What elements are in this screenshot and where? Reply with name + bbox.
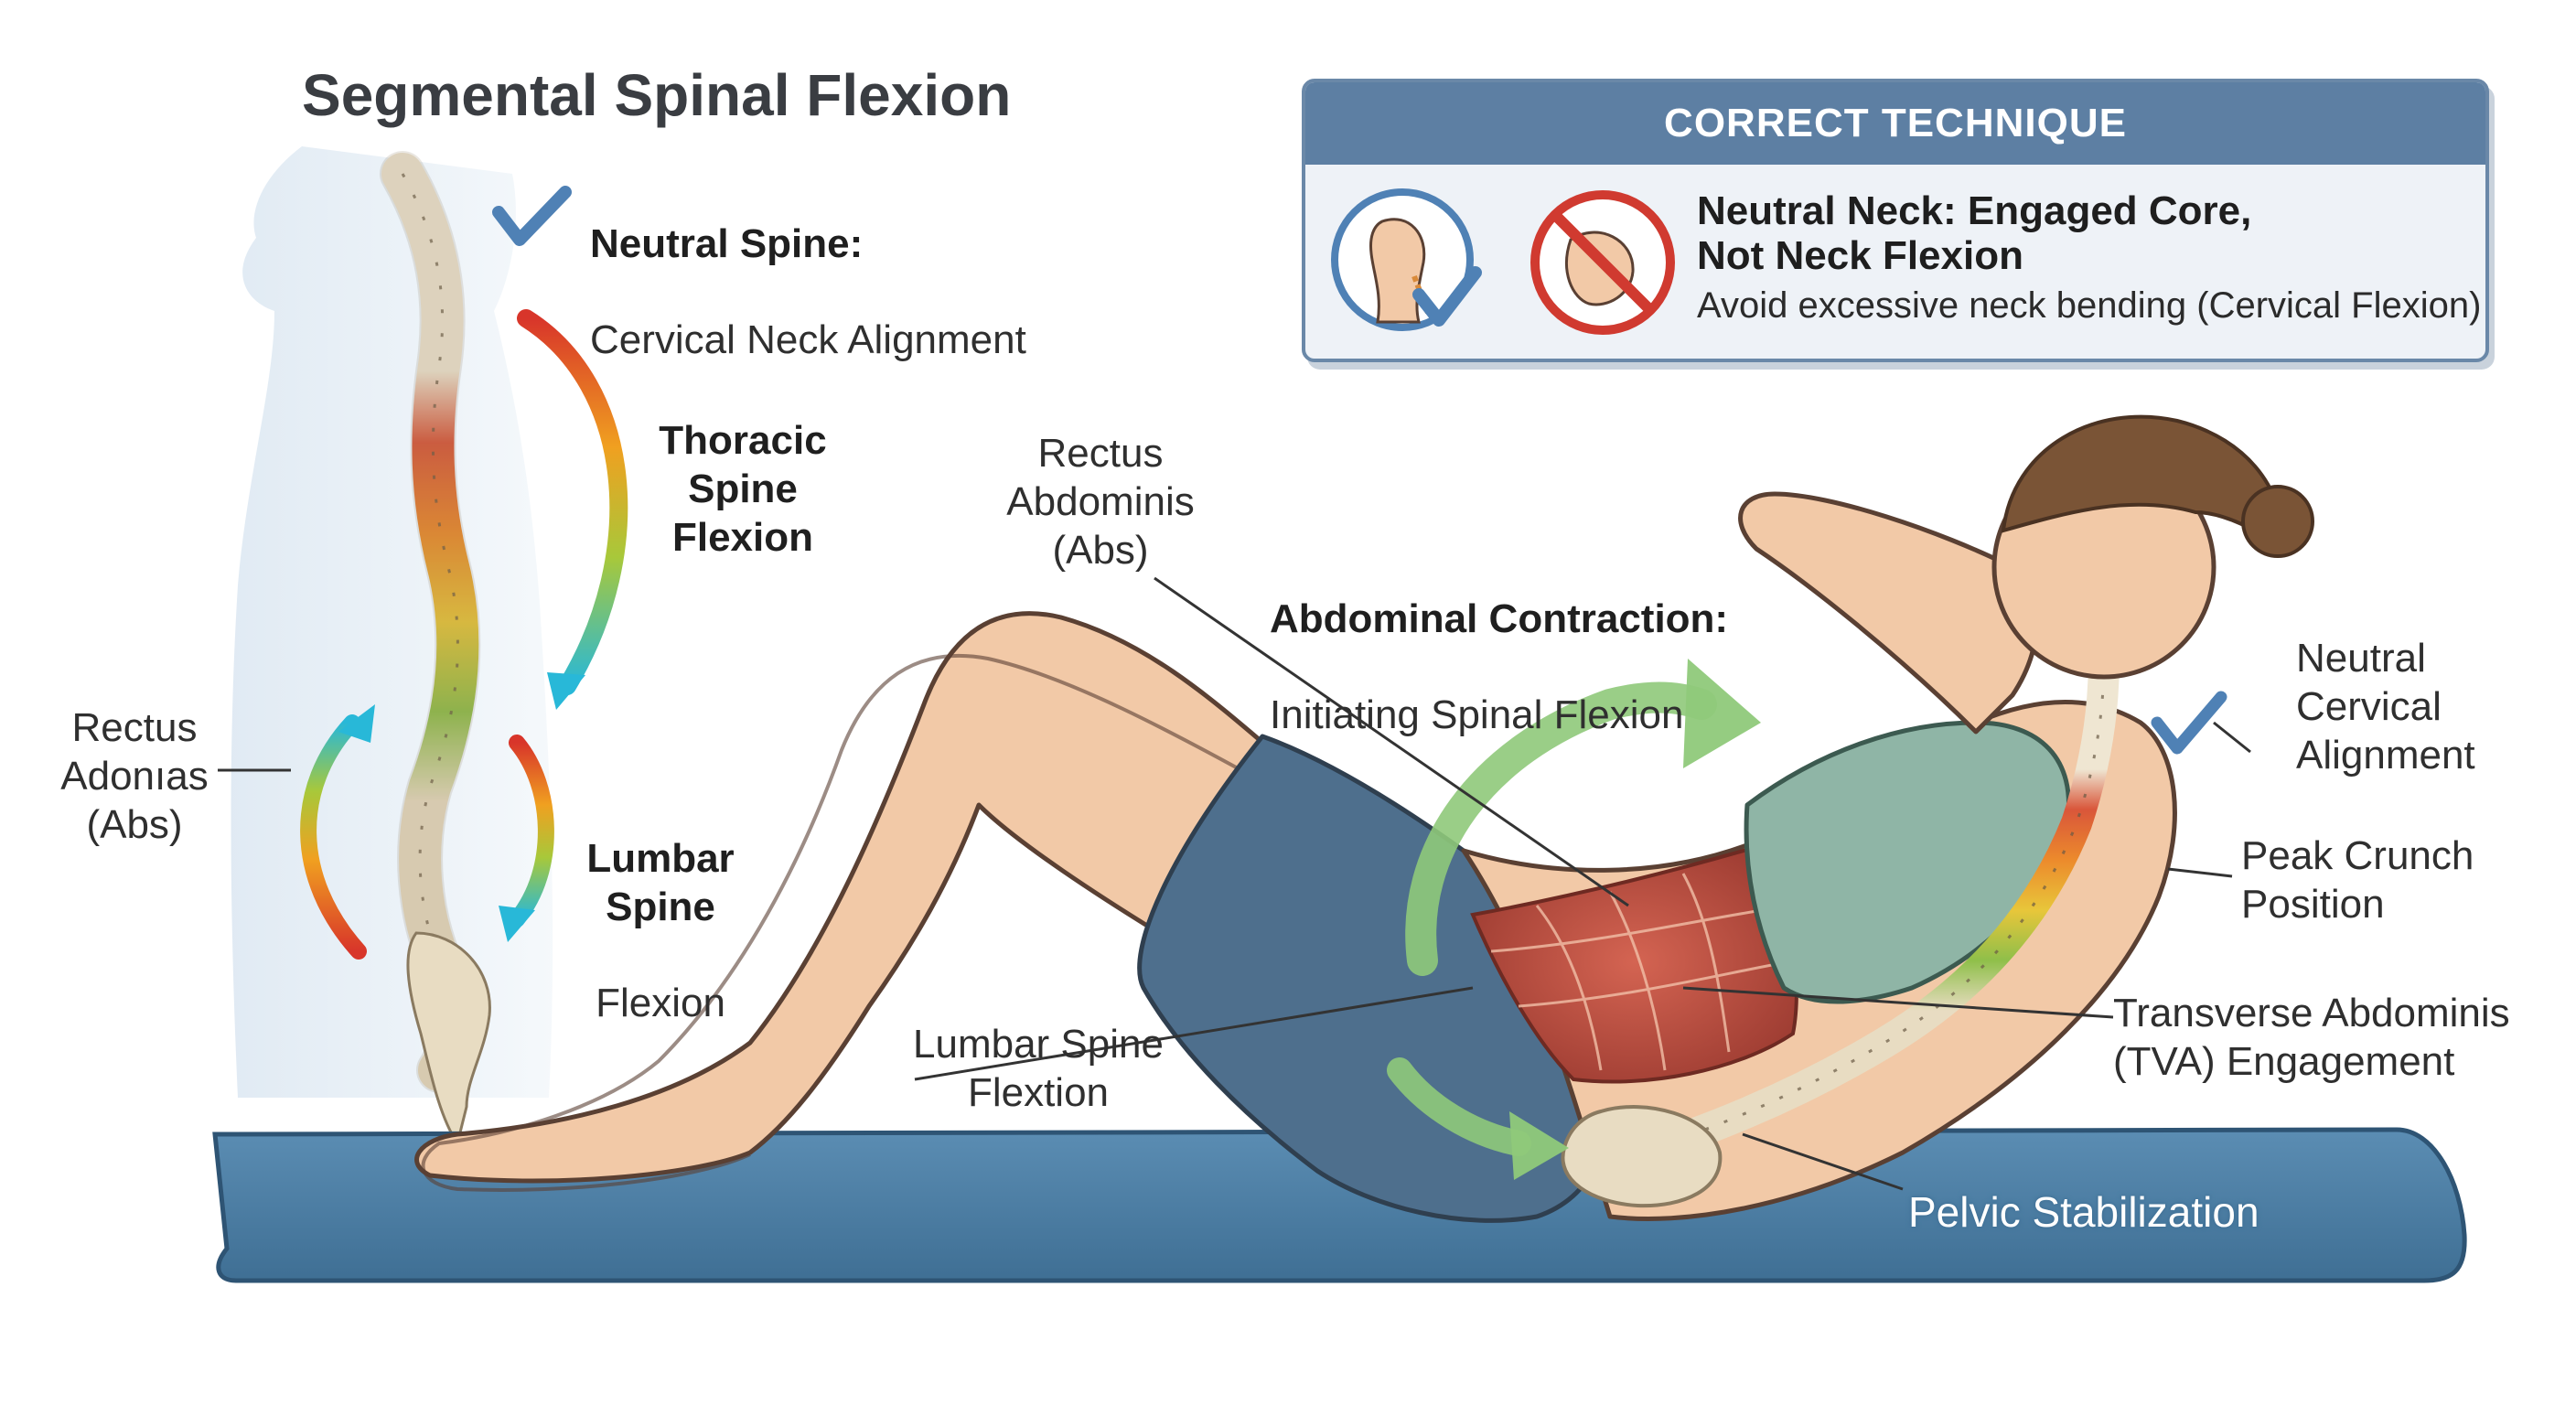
panel-body: Neutral Neck: Engaged Core, Not Neck Fle… [1305,165,2485,359]
no-neck-flexion-icon [1530,190,1675,335]
tva-label: Transverse Abdominis (TVA) Engagement [2113,991,2510,1084]
standing-spine-figure [218,146,628,1147]
abdominal-contraction-label: Abdominal Contraction: Initiating Spinal… [1270,547,1728,740]
body-silhouette [231,146,553,1098]
panel-title: Neutral Neck: Engaged Core, Not Neck Fle… [1697,188,2252,279]
arm [1738,491,2039,735]
lumbar-label-bold: Lumbar Spine [586,835,735,929]
sacrum [406,931,491,1147]
panel-header: CORRECT TECHNIQUE [1305,82,2485,165]
flexion-arrow-icon [1387,1057,1531,1156]
lumbar-label-sub: Flexion [596,981,725,1026]
peak-crunch-label: Peak Crunch Position [2241,833,2474,927]
thoracic-flexion-arrow [517,309,628,695]
rectus-abdominis-label: Rectus Abdominis (Abs) [1006,431,1195,573]
neutral-spine-title: Neutral Spine: [590,220,864,266]
hair-bun [2241,485,2314,558]
flexion-arrow-icon [1405,681,1717,976]
neutral-neck-icon [1331,188,1482,331]
lumbar-label: Lumbar Spine Flexion [578,787,743,1028]
checkmark-icon [492,186,572,246]
front-leg [421,653,1272,1192]
neutral-spine-sub: Cervical Neck Alignment [590,317,1026,363]
leg [414,611,1274,1184]
rectus-abdominis-muscle [1470,839,1798,1084]
pelvis [1561,1105,1723,1208]
pelvic-stabilization-label: Pelvic Stabilization [1908,1188,2259,1236]
crunch-figure [414,414,2314,1223]
lumbar-flexion-arrow [509,735,554,928]
page-title: Segmental Spinal Flexion [302,62,1012,128]
contraction-sub: Initiating Spinal Flexion [1270,692,1684,738]
panel-subtitle: Avoid excessive neck bending (Cervical F… [1697,285,2482,326]
lumbar-spine-label: Lumbar Spine Flextion [913,1022,1164,1115]
correct-technique-panel: CORRECT TECHNIQUE Neutral Neck: Engaged … [1302,79,2489,362]
exercise-mat [212,1127,2467,1283]
neutral-spine-label: Neutral Spine: Cervical Neck Alignment [590,172,1026,365]
contraction-title: Abdominal Contraction: [1270,595,1729,641]
neutral-cervical-label: Neutral Cervical Alignment [2296,636,2475,778]
callout-lines [914,576,2251,1191]
rectus-up-arrow [300,714,367,960]
rectus-left-label: Rectus Adonıas (Abs) [60,705,209,847]
checkmark-icon [2151,691,2227,755]
thoracic-label: Thoracic Spine Flexion [659,418,827,560]
crunch-spine [1594,643,2120,1177]
